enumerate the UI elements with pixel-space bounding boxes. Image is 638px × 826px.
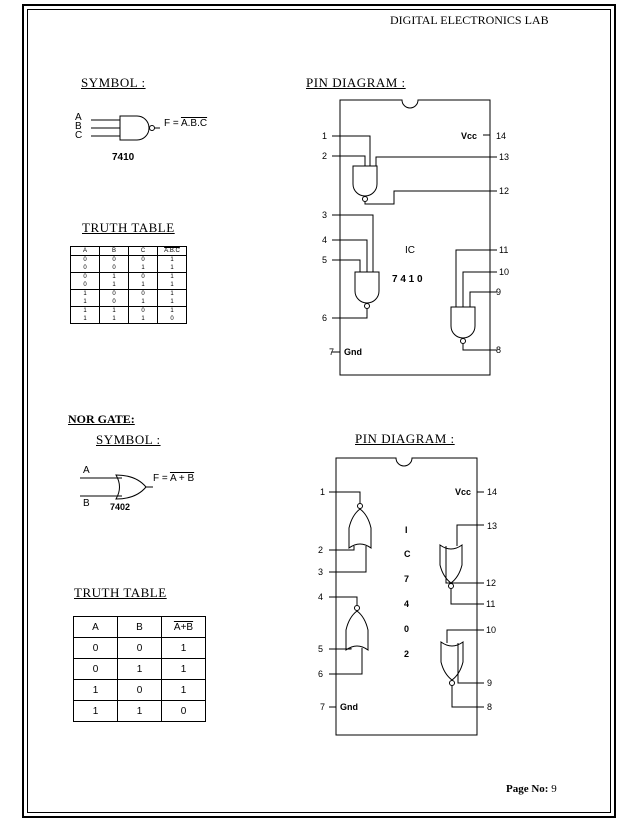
nand-pin-9: 9 bbox=[496, 287, 501, 297]
nor-chip-label: 7402 bbox=[110, 502, 131, 512]
nand-pin-3: 3 bbox=[322, 210, 327, 220]
nand-pin-diagram-heading: PIN DIAGRAM : bbox=[306, 75, 406, 90]
nand-truth-table-header-cell: A.B.C bbox=[157, 246, 187, 256]
page-number: Page No: 9 bbox=[506, 783, 557, 795]
nor-pin-3: 3 bbox=[318, 567, 323, 577]
nand-ic-gate-1 bbox=[340, 135, 490, 205]
nand-pin-7: 7 bbox=[329, 347, 334, 357]
nor-gnd-label: Gnd bbox=[340, 702, 358, 712]
nand-truth-table-cell: 1 bbox=[157, 272, 187, 281]
nand-truth-table-cell: 0 bbox=[157, 315, 187, 324]
nor-input-a: A bbox=[83, 465, 90, 476]
nor-ic-gate-3 bbox=[439, 524, 477, 605]
nand-truth-table-cell: 1 bbox=[157, 289, 187, 298]
nand-truth-table-heading: TRUTH TABLE bbox=[82, 220, 175, 235]
nor-pin-14: 14 bbox=[487, 487, 497, 497]
nand-input-c: C bbox=[75, 130, 83, 141]
nand-ic-gate-2 bbox=[340, 214, 380, 319]
nand-pin-11: 11 bbox=[499, 245, 508, 255]
page-border-inner bbox=[27, 9, 611, 813]
nor-pin-2: 2 bbox=[318, 545, 323, 555]
nor-ic-gate-1 bbox=[336, 491, 372, 573]
nand-pin-12: 12 bbox=[499, 186, 509, 196]
nor-ic-letter-6: 2 bbox=[404, 649, 409, 659]
nor-ic-package bbox=[329, 457, 484, 736]
nor-pin-12: 12 bbox=[486, 578, 496, 588]
nor-symbol-heading: SYMBOL : bbox=[96, 432, 161, 447]
nor-pin-6: 6 bbox=[318, 669, 323, 679]
nor-ic-letter-1: I bbox=[405, 525, 408, 535]
page-border-outer bbox=[22, 4, 616, 818]
nand-symbol-heading: SYMBOL : bbox=[81, 75, 146, 90]
nand-pin-14: 14 bbox=[496, 131, 506, 141]
nor-pin-10: 10 bbox=[486, 625, 496, 635]
nor-pin-13: 13 bbox=[487, 521, 497, 531]
nor-pin-5: 5 bbox=[318, 644, 323, 654]
nand-ic-package bbox=[332, 99, 497, 376]
nand-pin-6: 6 bbox=[322, 313, 327, 323]
nor-pin-8: 8 bbox=[487, 702, 492, 712]
nand-pin-8: 8 bbox=[496, 345, 501, 355]
nor-vcc-label: Vcc bbox=[455, 487, 471, 497]
nand-truth-table-cell: 1 bbox=[157, 255, 187, 264]
nand-symbol-gate bbox=[91, 115, 160, 141]
nand-truth-table-cell: 1 bbox=[157, 306, 187, 315]
nor-pin-diagram-heading: PIN DIAGRAM : bbox=[355, 431, 455, 446]
nand-ic-number: 7 4 1 0 bbox=[392, 274, 423, 285]
nand-output-expression: F = A.B.C bbox=[164, 118, 208, 129]
nor-truth-table-heading: TRUTH TABLE bbox=[74, 585, 167, 600]
nand-input-b: B bbox=[75, 121, 82, 132]
nand-vcc-label: Vcc bbox=[461, 131, 477, 141]
nor-symbol-gate bbox=[80, 474, 153, 500]
nor-input-b: B bbox=[83, 498, 90, 509]
nor-ic-letter-3: 7 bbox=[404, 574, 409, 584]
nor-pin-7: 7 bbox=[320, 702, 325, 712]
nor-output-expression: F = A + B bbox=[153, 473, 195, 484]
nor-ic-letter-4: 4 bbox=[404, 599, 409, 609]
nor-gate-title: NOR GATE: bbox=[68, 412, 135, 426]
nor-pin-9: 9 bbox=[487, 678, 492, 688]
nand-ic-gate-3 bbox=[450, 249, 490, 351]
nand-pin-10: 10 bbox=[499, 267, 509, 277]
nand-chip-label: 7410 bbox=[112, 152, 135, 163]
nor-truth-table-cell: 0 bbox=[161, 700, 206, 722]
nor-pin-4: 4 bbox=[318, 592, 323, 602]
nor-ic-gate-2 bbox=[336, 596, 369, 675]
nor-ic-gate-4 bbox=[440, 629, 477, 708]
nor-pin-11: 11 bbox=[486, 599, 495, 609]
nor-ic-letter-2: C bbox=[404, 549, 411, 559]
nand-pin-2: 2 bbox=[322, 151, 327, 161]
nor-pin-1: 1 bbox=[320, 487, 325, 497]
nand-pin-4: 4 bbox=[322, 235, 327, 245]
nand-input-a: A bbox=[75, 112, 82, 123]
nor-truth-table-header-cell: A+B bbox=[161, 616, 206, 638]
nand-pin-1: 1 bbox=[322, 131, 327, 141]
nand-pin-13: 13 bbox=[499, 152, 509, 162]
lab-title: DIGITAL ELECTRONICS LAB bbox=[390, 13, 549, 27]
nor-ic-letter-5: 0 bbox=[404, 624, 409, 634]
nand-ic-label: IC bbox=[405, 245, 415, 256]
nand-gnd-label: Gnd bbox=[344, 347, 362, 357]
nand-pin-5: 5 bbox=[322, 255, 327, 265]
